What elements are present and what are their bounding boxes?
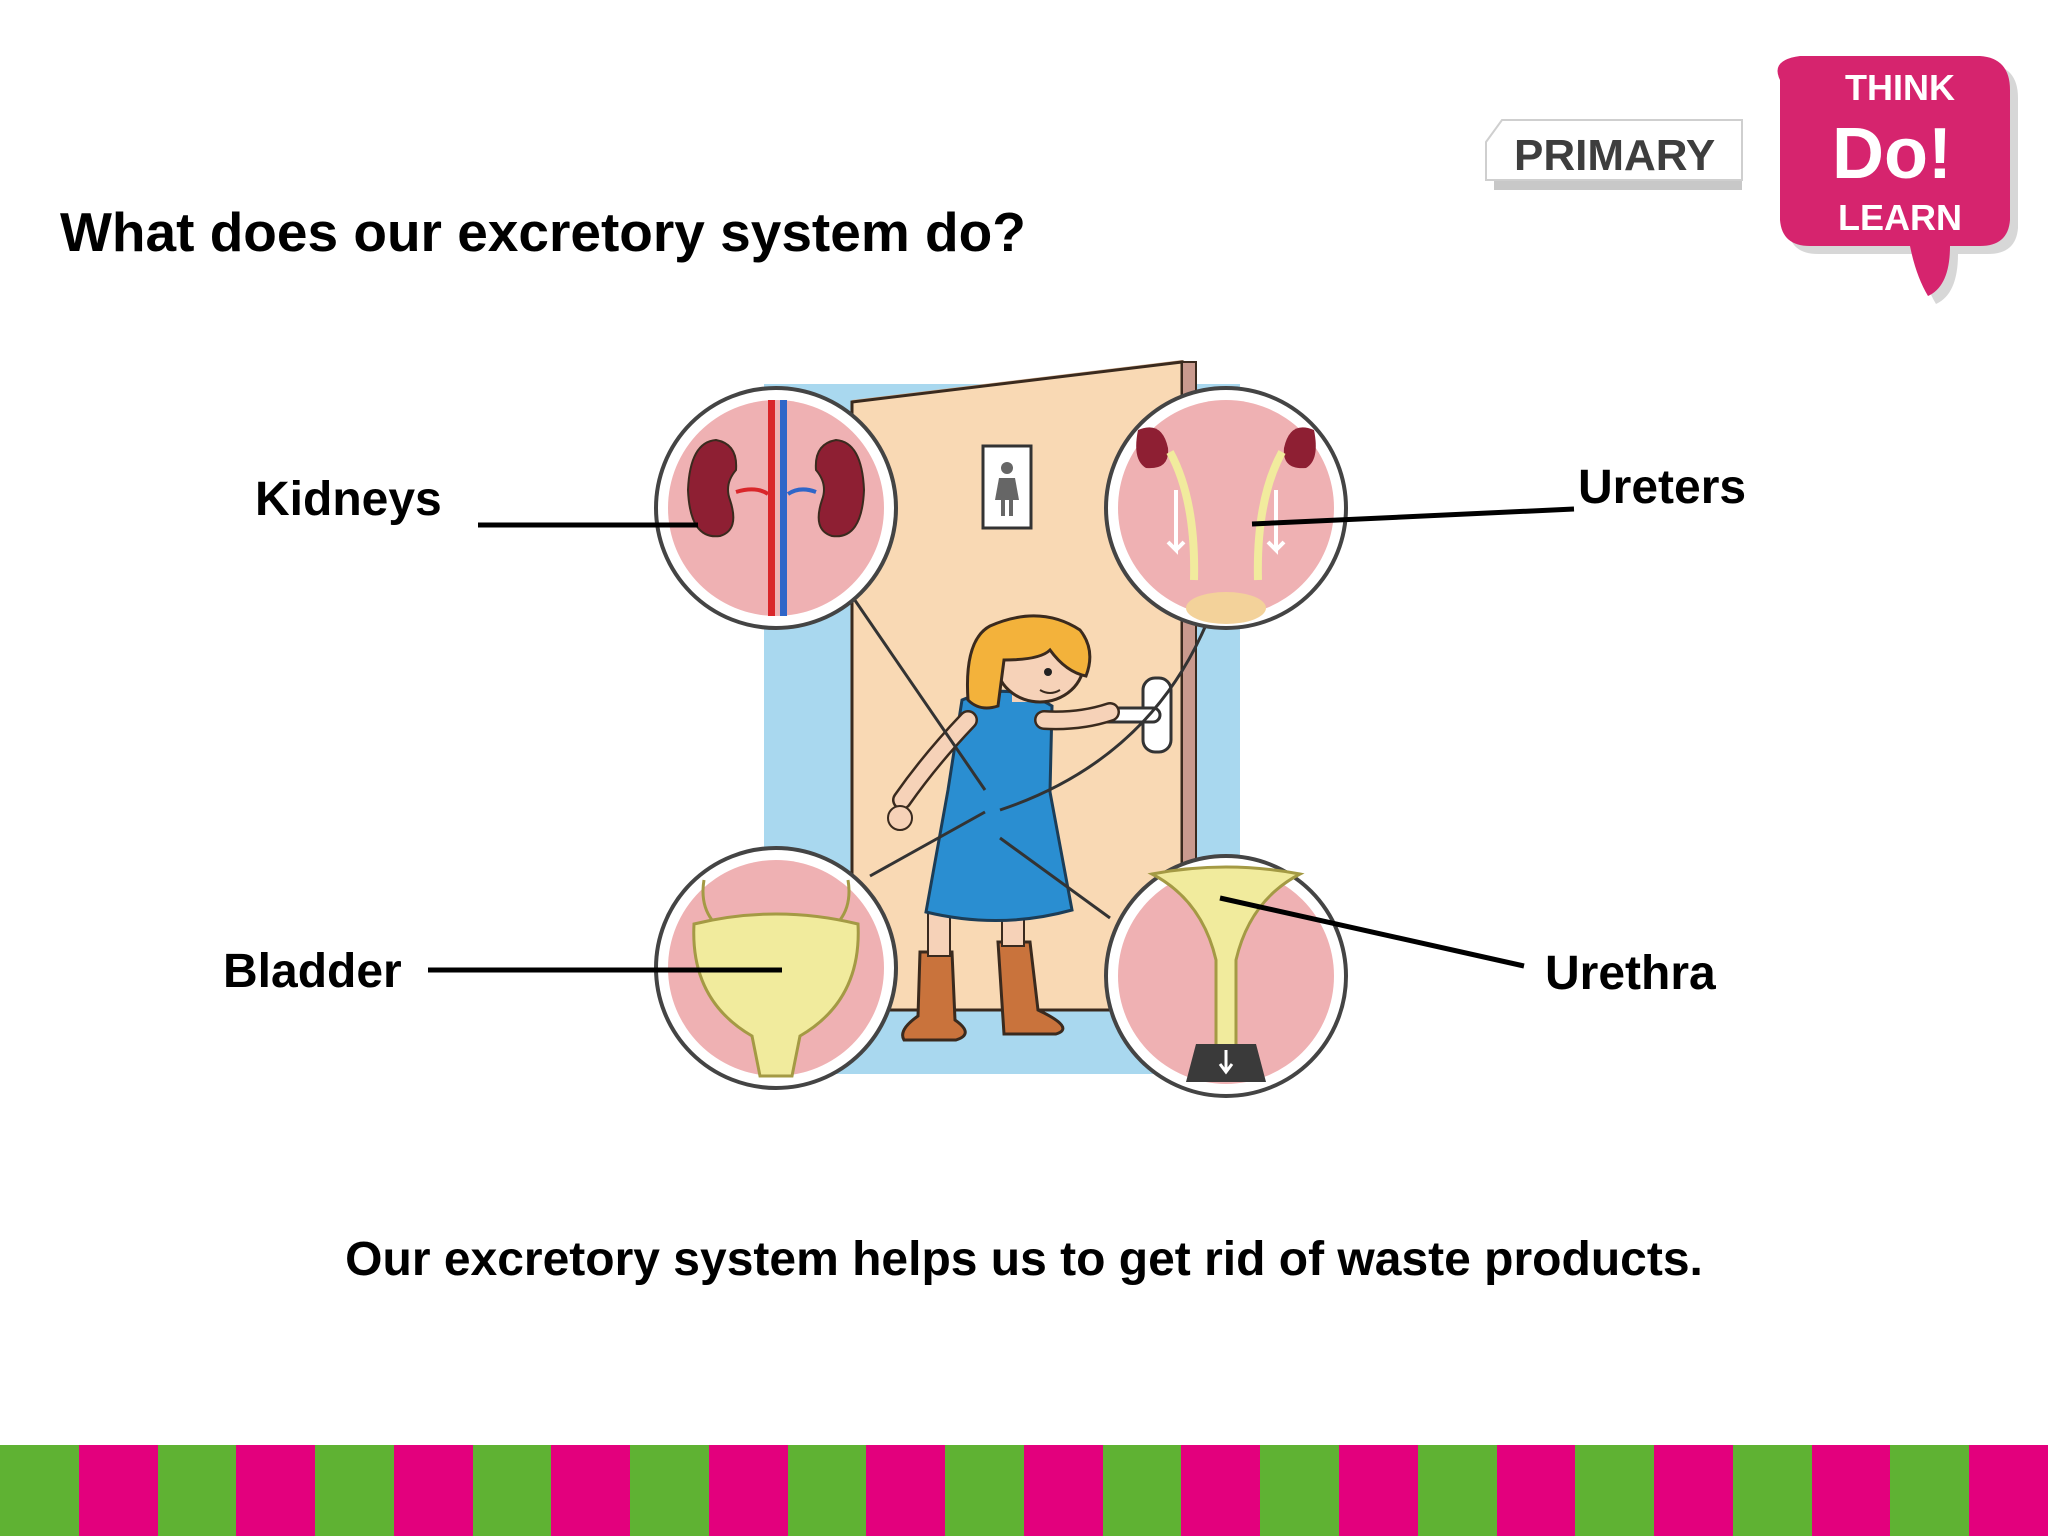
footer-stripe: [472, 1445, 552, 1536]
footer-stripe: [0, 1445, 79, 1536]
footer-stripe: [1575, 1445, 1655, 1536]
footer-stripe: [1023, 1445, 1103, 1536]
kidneys-label: Kidneys: [255, 473, 442, 526]
footer-stripe: [787, 1445, 867, 1536]
footer-stripe: [1654, 1445, 1733, 1536]
slide-title: What does our excretory system do?: [60, 201, 1026, 263]
slide-caption: Our excretory system helps us to get rid…: [345, 1233, 1703, 1286]
right-kidney: [814, 438, 866, 538]
kidneys-detail-circle: [654, 386, 898, 630]
footer-stripe: [1181, 1445, 1261, 1536]
footer-stripe: [1260, 1445, 1340, 1536]
bladder-shape: [692, 912, 860, 1078]
footer-stripe: [393, 1445, 473, 1536]
footer-stripe: [945, 1445, 1024, 1536]
left-kidney: [686, 438, 738, 538]
footer-stripe: [1732, 1445, 1812, 1536]
footer-stripe: [1417, 1445, 1497, 1536]
footer-stripe: [1102, 1445, 1182, 1536]
footer-stripe: [1969, 1445, 2048, 1536]
urethra-label: Urethra: [1545, 947, 1716, 1000]
footer-stripe: [315, 1445, 394, 1536]
logo-do-text: Do!: [1832, 114, 1952, 194]
footer-stripe: [708, 1445, 788, 1536]
ureters-label: Ureters: [1578, 461, 1747, 514]
footer-stripe: [1811, 1445, 1891, 1536]
footer-stripe: [1890, 1445, 1970, 1536]
decorative-stripe-footer: [0, 1445, 2048, 1536]
think-do-learn-logo: PRIMARY THINK Do! LEARN: [1485, 56, 2018, 304]
ureters-detail-circle: [1104, 386, 1348, 630]
ureters-leader-line: [1251, 506, 1575, 527]
logo-think-text: THINK: [1845, 67, 1955, 108]
logo-learn-text: LEARN: [1838, 197, 1962, 238]
footer-stripe: [1339, 1445, 1418, 1536]
logo-primary-text: PRIMARY: [1514, 131, 1715, 180]
footer-stripe: [866, 1445, 946, 1536]
footer-stripe: [630, 1445, 709, 1536]
footer-stripe: [1496, 1445, 1576, 1536]
female-toilet-sign-icon: [981, 444, 1033, 530]
urethra-leader-line: [1219, 895, 1525, 969]
label-leader-lines: [428, 506, 1575, 973]
bladder-label: Bladder: [223, 945, 402, 998]
pointer-lines: [850, 595, 1210, 920]
footer-stripe: [78, 1445, 158, 1536]
footer-stripe: [551, 1445, 631, 1536]
footer-stripe: [157, 1445, 237, 1536]
hair: [966, 614, 1092, 710]
footer-stripe: [236, 1445, 316, 1536]
urethra-detail-circle: [1104, 854, 1348, 1098]
